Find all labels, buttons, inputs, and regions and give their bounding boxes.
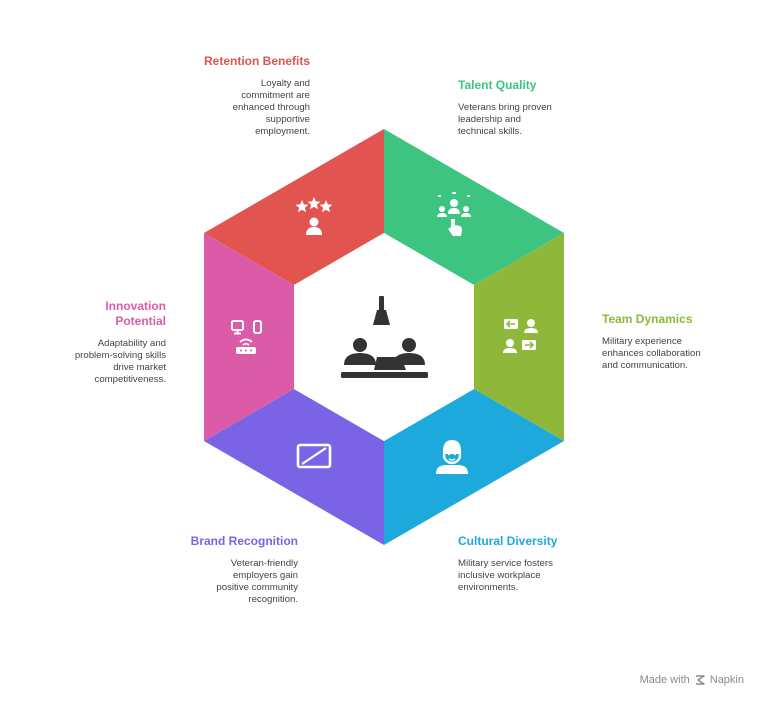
desc-line: enhanced through [232,102,310,113]
title-team: Team Dynamics [602,312,693,326]
segment-team[interactable] [474,233,564,441]
napkin-logo-icon [695,675,705,685]
label-retention: Retention Benefits Loyalty and commitmen… [140,54,310,138]
desc-brand: Veteran-friendly employers gain positive… [128,558,298,606]
title-talent: Talent Quality [458,78,537,92]
desc-line: recognition. [248,594,298,605]
exchange-people-icon [503,319,538,353]
meeting-table-icon [341,296,428,378]
label-innovation: Innovation Potential Adaptability and pr… [0,299,166,386]
label-talent: Talent Quality Veterans bring proven lea… [458,78,628,138]
label-team: Team Dynamics Military experience enhanc… [602,312,768,372]
made-with-text: Made with [639,674,690,686]
desc-line: drive market [113,362,166,373]
desc-line: Veterans bring proven [458,102,552,113]
desc-talent: Veterans bring proven leadership and tec… [458,102,628,138]
desc-line: leadership and [458,114,521,125]
desc-cultural: Military service fosters inclusive workp… [458,558,628,594]
title-line: Innovation [105,299,166,313]
desc-line: Adaptability and [97,338,166,349]
title-brand: Brand Recognition [190,534,298,548]
desc-line: commitment are [241,90,310,101]
desc-line: problem-solving skills [74,350,166,361]
segment-cultural[interactable] [384,389,564,545]
title-cultural: Cultural Diversity [458,534,558,548]
desc-team: Military experience enhances collaborati… [602,336,768,372]
segment-brand[interactable] [204,389,384,545]
desc-line: Military experience [602,336,682,347]
stars-person-icon [295,197,333,235]
desc-retention: Loyalty and commitment are enhanced thro… [140,78,310,138]
desc-line: environments. [458,582,519,593]
network-router-icon [231,320,262,354]
desc-line: competitiveness. [94,374,166,385]
title-innovation: Innovation Potential [0,299,166,329]
footer-attribution[interactable]: Made with Napkin [640,674,744,686]
desc-line: employment. [255,126,310,137]
label-cultural: Cultural Diversity Military service fost… [458,534,628,594]
desc-line: Veteran-friendly [230,558,298,569]
segment-retention[interactable] [204,129,384,285]
desc-line: inclusive workplace [458,570,541,581]
desc-line: Loyalty and [260,78,310,89]
face-person-icon [436,440,468,474]
team-tap-icon [437,192,471,236]
label-brand: Brand Recognition Veteran-friendly emplo… [128,534,298,606]
title-retention: Retention Benefits [203,54,310,68]
desc-line: enhances collaboration [602,348,701,359]
desc-line: positive community [216,582,298,593]
segment-innovation[interactable] [204,233,294,441]
napkin-brand-text: Napkin [709,674,744,686]
desc-innovation: Adaptability and problem-solving skills … [0,338,166,386]
desc-line: and communication. [602,360,688,371]
center-hexagon [294,233,474,441]
desc-line: employers gain [232,570,298,581]
desc-line: supportive [265,114,310,125]
segment-talent[interactable] [384,129,564,285]
desc-line: Military service fosters [458,558,553,569]
frame-slash-icon [296,443,332,469]
title-line: Potential [115,314,166,328]
desc-line: technical skills. [458,126,522,137]
